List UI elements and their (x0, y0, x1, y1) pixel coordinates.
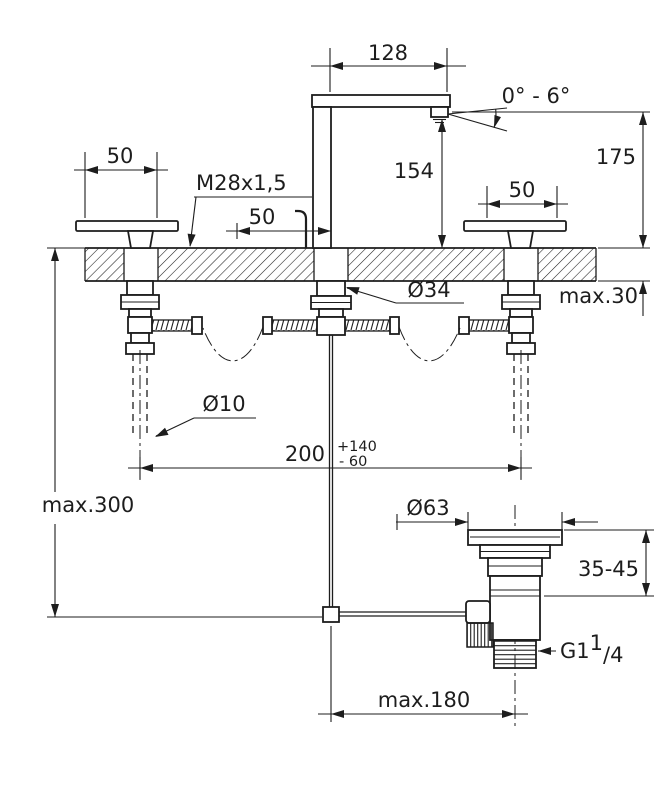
dim-waste-flange-diameter: Ø63 (396, 496, 598, 530)
thread-label: M28x1,5 (196, 171, 287, 195)
dim-spout-reach: 128 (311, 41, 466, 92)
dim-hole-spacing-tol-minus: - 60 (339, 454, 367, 470)
dim-left-handle-width-label: 50 (107, 144, 134, 168)
dim-spout-reach-label: 128 (368, 41, 408, 65)
dim-right-handle-width: 50 (478, 178, 568, 218)
left-handle-valve (75, 220, 203, 480)
flex-connection-left (202, 326, 264, 362)
dim-overall-height-label: 175 (596, 145, 636, 169)
dim-max-counter-thickness: max.30 (559, 280, 650, 316)
dim-spout-height-label: 154 (394, 159, 434, 183)
flex-connection-right (398, 326, 461, 362)
dim-hose-diameter: Ø10 (155, 392, 256, 437)
center-left-hose (271, 319, 318, 332)
counter-deck-section (84, 247, 597, 282)
dim-hole-spacing: 200 +140 - 60 (128, 439, 532, 479)
dim-max-mounting-depth-label: max.300 (42, 493, 135, 517)
threaded-tailpiece (493, 639, 537, 669)
dim-shank-diameter-label: Ø34 (407, 278, 450, 302)
dim-hole-spacing-label: 200 (285, 442, 325, 466)
dim-waste-clamp-range-label: 35-45 (578, 557, 639, 581)
dim-max-mounting-depth: max.300 (42, 247, 322, 618)
dim-spout-angle: 0° - 6° (447, 84, 571, 132)
dim-waste-flange-diameter-label: Ø63 (406, 496, 449, 520)
dim-waste-clamp-range: 35-45 (544, 529, 654, 597)
ball-joint-housing (465, 600, 491, 624)
dim-spout-offset-label: 50 (249, 205, 276, 229)
knurled-nut (466, 622, 494, 648)
dim-shank-diameter: Ø34 (346, 278, 464, 304)
center-right-hose (344, 319, 391, 332)
dim-right-handle-width-label: 50 (509, 178, 536, 202)
dim-hole-spacing-tol-plus: +140 (337, 439, 377, 455)
center-valve-body (202, 280, 466, 623)
dim-overall-height: 175 (452, 111, 650, 249)
dim-spout-angle-label: 0° - 6° (502, 84, 571, 108)
pop-up-waste (465, 505, 563, 730)
pop-up-rod-knob (295, 209, 308, 248)
spout (295, 94, 451, 249)
dim-max-counter-thickness-label: max.30 (559, 284, 638, 308)
dim-max-waste-offset: max.180 (318, 626, 528, 722)
dim-spout-offset: 50 (226, 205, 331, 239)
right-flex-hose (468, 319, 510, 332)
dim-hose-diameter-label: Ø10 (202, 392, 245, 416)
dim-waste-thread-label: G11/4 (560, 631, 623, 667)
dim-waste-thread: G11/4 (538, 631, 623, 667)
left-flex-hose (151, 319, 193, 332)
rod-corner-fitting (322, 606, 340, 623)
dim-left-handle-width: 50 (74, 144, 168, 218)
dim-spout-height: 154 (394, 119, 446, 248)
dim-thread-callout: M28x1,5 (187, 171, 312, 247)
dim-max-waste-offset-label: max.180 (378, 688, 471, 712)
right-handle-valve (458, 220, 567, 480)
